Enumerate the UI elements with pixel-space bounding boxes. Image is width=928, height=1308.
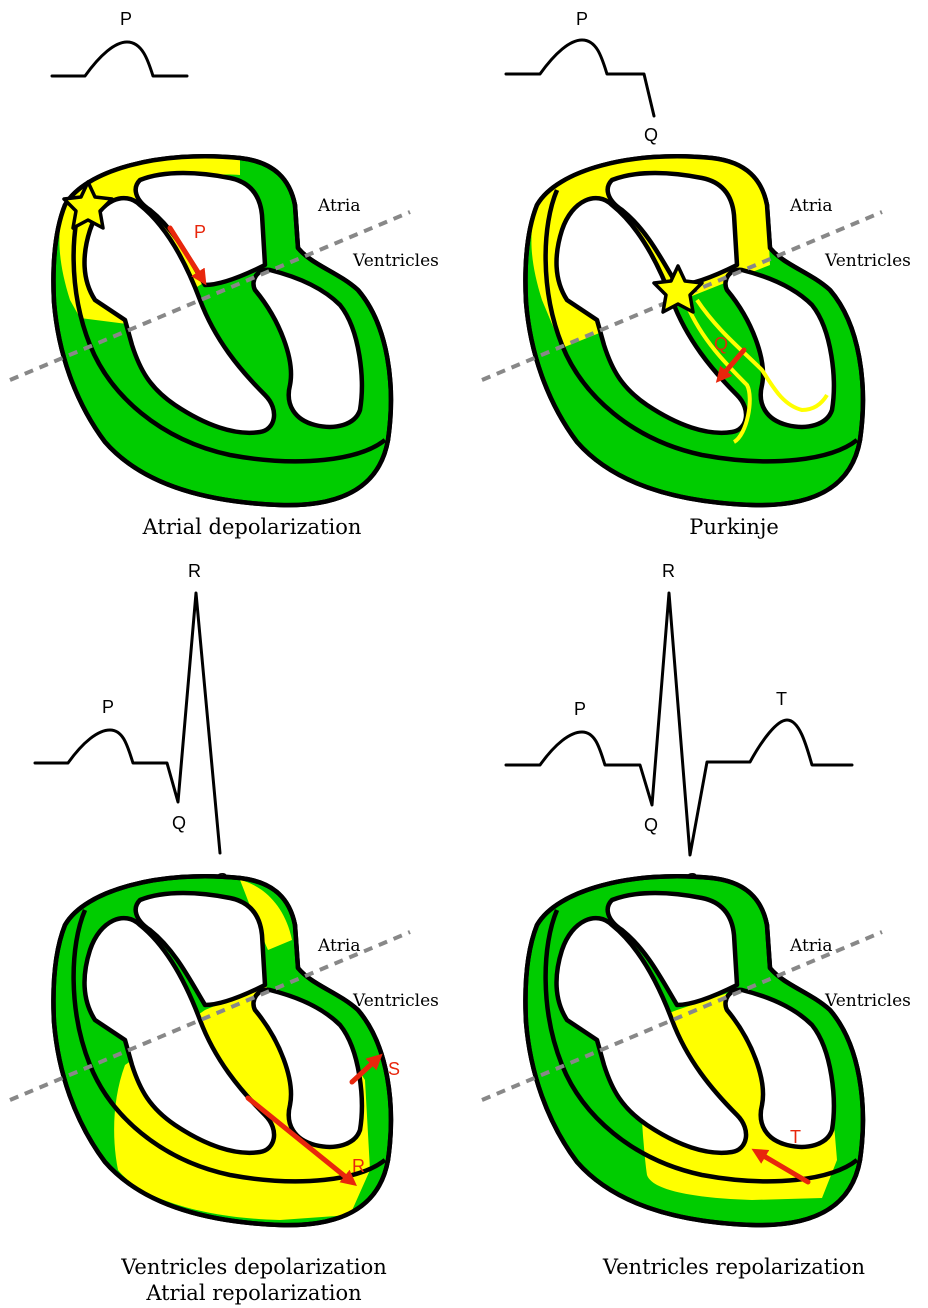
label-ventricles: Ventricles bbox=[824, 991, 911, 1011]
heart: T bbox=[482, 876, 882, 1225]
ecg-label-r: R bbox=[188, 561, 201, 581]
arrow-label-r: R bbox=[352, 1156, 365, 1176]
ecg-label-r: R bbox=[662, 561, 675, 581]
label-ventricles: Ventricles bbox=[352, 991, 439, 1011]
ecg-label-p: P bbox=[576, 9, 588, 29]
panel-caption: Atrial depolarization bbox=[142, 515, 362, 539]
arrow-label-p: P bbox=[194, 222, 206, 242]
panel-caption-2: Atrial repolarization bbox=[145, 1281, 361, 1305]
ecg-label-q: Q bbox=[644, 125, 658, 145]
ecg-label-p: P bbox=[102, 697, 114, 717]
arrow-label-q: Q bbox=[714, 334, 728, 354]
panel-purkinje: P Q Q Atria Ventricles Purkinje bbox=[482, 9, 911, 539]
ecg-trace bbox=[506, 40, 654, 116]
label-atria: Atria bbox=[317, 196, 361, 216]
ecg-label-p: P bbox=[120, 9, 132, 29]
ecg-trace bbox=[506, 593, 852, 855]
arrow-label-s: S bbox=[388, 1059, 400, 1079]
panel-caption: Ventricles depolarization bbox=[120, 1255, 387, 1279]
label-atria: Atria bbox=[789, 196, 833, 216]
label-atria: Atria bbox=[789, 936, 833, 956]
ecg-trace bbox=[35, 593, 220, 853]
panel-caption: Ventricles repolarization bbox=[602, 1255, 865, 1279]
panel-atrial-depolarization: P P Atria Ventricles Atrial dep bbox=[10, 9, 439, 539]
label-ventricles: Ventricles bbox=[352, 251, 439, 271]
heart: S R bbox=[10, 876, 410, 1225]
panel-ventricles-depolarization: P R Q S S R Atria Ventricles Ventricles … bbox=[10, 561, 439, 1305]
ecg-label-p: P bbox=[574, 699, 586, 719]
ecg-label-q: Q bbox=[644, 815, 658, 835]
ecg-label-q: Q bbox=[172, 813, 186, 833]
panel-caption: Purkinje bbox=[689, 515, 779, 539]
arrow-label-t: T bbox=[790, 1127, 801, 1147]
label-ventricles: Ventricles bbox=[824, 251, 911, 271]
ecg-label-t: T bbox=[776, 689, 787, 709]
ecg-trace bbox=[52, 42, 187, 76]
label-atria: Atria bbox=[317, 936, 361, 956]
panel-ventricles-repolarization: P R T Q S T Atria Ventricles Ventricles … bbox=[482, 561, 911, 1279]
